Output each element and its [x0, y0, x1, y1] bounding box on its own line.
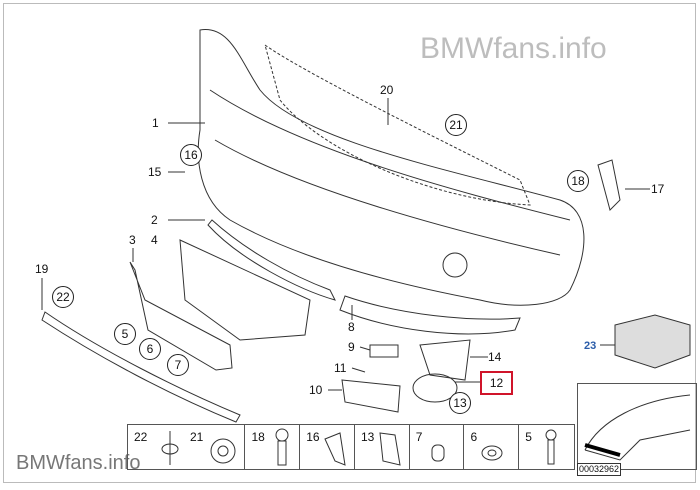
callout-21[interactable]: 21: [445, 114, 467, 136]
drawing-number: 00032962: [577, 463, 622, 476]
callout-15[interactable]: 15: [148, 165, 162, 179]
plate-bracket: [129, 261, 233, 371]
part-23-box: [614, 314, 691, 369]
callout-3[interactable]: 3: [129, 233, 136, 247]
strip-cell-13[interactable]: 13: [355, 425, 410, 469]
strip-cell-22-21[interactable]: 22 21: [128, 425, 246, 469]
lower-strip: [41, 311, 241, 423]
lip-spoiler: [339, 295, 521, 335]
callout-9[interactable]: 9: [348, 340, 355, 354]
strip-label-21: 21: [190, 430, 204, 444]
part-9: [369, 344, 399, 358]
strip-cell-5[interactable]: 5: [519, 425, 574, 469]
bumper-cover: [197, 29, 585, 306]
car-location-thumbnail: [577, 383, 697, 470]
part-14: [419, 339, 471, 381]
callout-16[interactable]: 16: [180, 144, 202, 166]
strip-cell-6[interactable]: 6: [464, 425, 520, 469]
strip-label-5: 5: [525, 430, 532, 444]
callout-17[interactable]: 17: [651, 182, 665, 196]
strip-cell-16[interactable]: 16: [300, 425, 355, 469]
callout-8[interactable]: 8: [348, 320, 355, 334]
callout-7[interactable]: 7: [167, 354, 189, 376]
part-10: [341, 379, 401, 413]
strip-label-18: 18: [251, 430, 265, 444]
callout-23[interactable]: 23: [584, 340, 597, 352]
callout-18[interactable]: 18: [567, 170, 589, 192]
callout-20[interactable]: 20: [380, 83, 394, 97]
fog-ring: [412, 373, 458, 403]
strip-label-22: 22: [134, 430, 148, 444]
plate-holder: [179, 239, 311, 341]
diagram-frame: [3, 3, 696, 483]
bracket: [597, 159, 621, 211]
callout-5[interactable]: 5: [114, 323, 136, 345]
grille: [264, 43, 531, 206]
strip-label-16: 16: [306, 430, 320, 444]
watermark-bottom: BMWfans.info: [16, 452, 141, 474]
callout-22[interactable]: 22: [52, 286, 74, 308]
strip-cell-18[interactable]: 18: [245, 425, 301, 469]
callout-6[interactable]: 6: [139, 338, 161, 360]
strip-label-6: 6: [470, 430, 478, 444]
strip-cell-7[interactable]: 7: [410, 425, 465, 469]
car-outline: [584, 394, 691, 461]
callout-2[interactable]: 2: [151, 213, 158, 227]
callout-1[interactable]: 1: [152, 116, 159, 130]
small-parts-strip: 22 21 18 16 13 7 6 5: [127, 424, 575, 470]
callout-10[interactable]: 10: [309, 383, 323, 397]
callout-12-highlighted[interactable]: 12: [480, 371, 513, 395]
watermark-top: BMWfans.info: [420, 32, 607, 65]
strip-label-13: 13: [360, 430, 375, 444]
strip-label-7: 7: [415, 430, 423, 444]
callout-19[interactable]: 19: [35, 262, 49, 276]
callout-4[interactable]: 4: [151, 233, 158, 247]
callout-11[interactable]: 11: [334, 361, 347, 375]
trim-strip: [207, 219, 336, 301]
callout-14[interactable]: 14: [488, 350, 502, 364]
callout-13[interactable]: 13: [449, 392, 471, 414]
